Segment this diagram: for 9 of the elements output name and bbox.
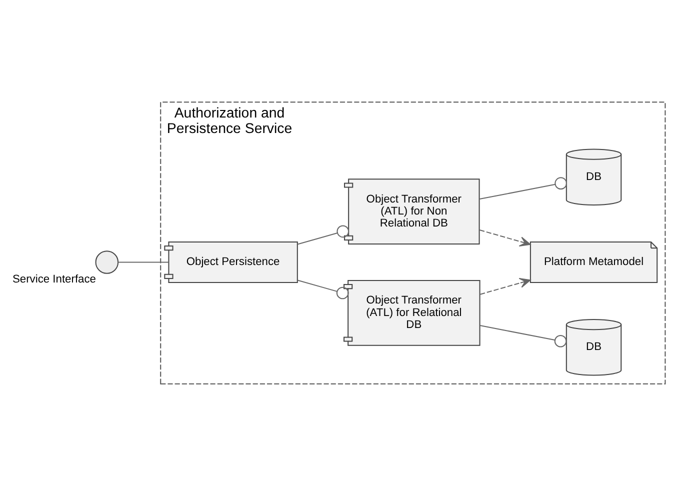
arrow: [480, 230, 531, 247]
arrow: [480, 278, 531, 295]
connector: [480, 325, 567, 348]
node-label: Service Interface: [12, 273, 96, 286]
connector: [297, 280, 349, 300]
connector: [118, 262, 169, 263]
connector: [297, 225, 350, 245]
node-circle: [95, 250, 119, 274]
connector: [480, 177, 568, 200]
